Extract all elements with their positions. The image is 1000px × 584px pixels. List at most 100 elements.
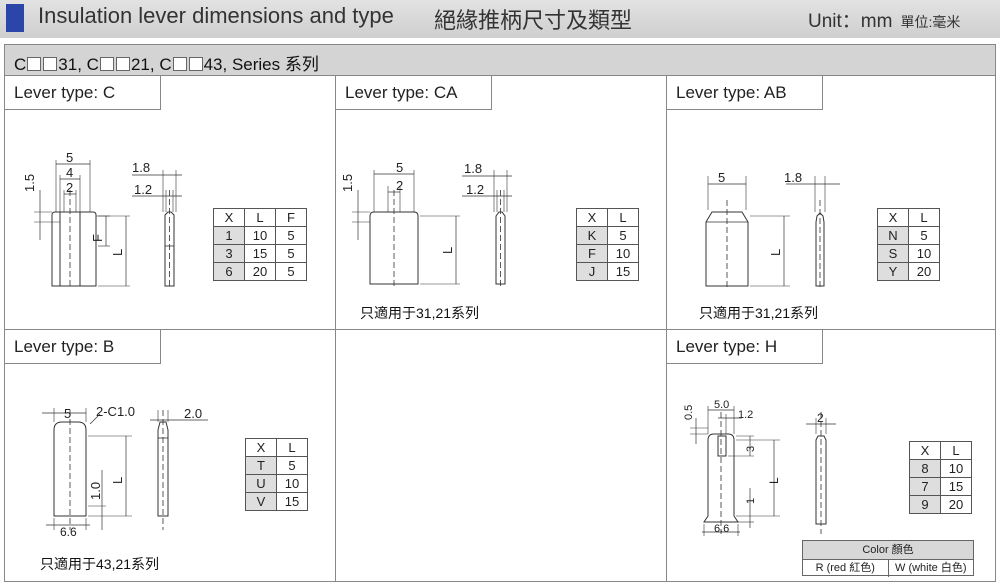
lever-c-drawing: 5 4 2 1.5 F L 1.8 1.2	[22, 150, 182, 288]
page-title-cn: 絕緣推柄尺寸及類型	[434, 8, 633, 33]
placeholder-box	[172, 57, 187, 71]
table-header: X	[576, 208, 608, 227]
dim-1-2: 1.2	[466, 182, 484, 197]
grid-divider	[5, 329, 995, 330]
dim-l: L	[768, 249, 783, 256]
cell: N	[877, 226, 909, 245]
dim-l: L	[110, 477, 125, 484]
dim-6-6: 6.6	[60, 525, 77, 539]
dim-5: 5	[396, 160, 403, 175]
dim-6-6: 6.6	[714, 523, 729, 535]
cell: 8	[909, 459, 941, 478]
table-header: X	[245, 438, 277, 457]
cell: 20	[908, 262, 940, 281]
dim-1-2: 1.2	[134, 182, 152, 197]
cell: T	[245, 456, 277, 475]
dim-2: 2	[396, 178, 403, 193]
cell: 15	[607, 262, 639, 281]
cell: 10	[940, 459, 972, 478]
cell: 7	[909, 477, 941, 496]
table-header: X	[909, 441, 941, 460]
dim-5-0: 5.0	[714, 399, 729, 411]
table-header: F	[275, 208, 307, 227]
dim-5: 5	[64, 406, 71, 421]
cell: 6	[213, 262, 245, 281]
cell: 10	[607, 244, 639, 263]
color-title: Color 顏色	[803, 541, 973, 560]
cell: S	[877, 244, 909, 263]
cell: 9	[909, 495, 941, 514]
cell: 1	[213, 226, 245, 245]
dim-1-8: 1.8	[132, 160, 150, 175]
cell: 3	[213, 244, 245, 263]
lever-ca-note: 只適用于31,21系列	[360, 305, 480, 321]
series-prefix-2: C	[86, 55, 99, 74]
cell: 15	[244, 244, 276, 263]
unit-text-cn: 單位:毫米	[900, 14, 961, 30]
lever-ab-drawing: 5 L 1.8	[705, 170, 840, 288]
series-prefix-3: C	[159, 55, 172, 74]
dim-5: 5	[718, 170, 725, 185]
table-header: L	[244, 208, 276, 227]
color-white: W (white 白色)	[887, 560, 974, 577]
lever-ab-note: 只適用于31,21系列	[699, 305, 819, 321]
dim-1: 1	[745, 498, 757, 504]
dim-2-c1-0: 2-C1.0	[96, 404, 135, 419]
grid-divider	[666, 75, 667, 582]
table-header: L	[940, 441, 972, 460]
dim-2: 2	[66, 180, 73, 195]
lever-b-note: 只適用于43,21系列	[40, 556, 160, 572]
dim-l: L	[440, 247, 455, 254]
placeholder-box	[188, 57, 203, 71]
header-bar: Insulation lever dimensions and type 絕緣推…	[0, 0, 1000, 38]
dim-4: 4	[66, 165, 73, 180]
dim-1-5: 1.5	[340, 174, 355, 192]
series-prefix-1: C	[14, 55, 27, 74]
color-red: R (red 紅色)	[815, 562, 875, 574]
cell: 20	[244, 262, 276, 281]
placeholder-box	[115, 57, 130, 71]
color-legend: Color 顏色 R (red 紅色) W (white 白色)	[802, 540, 974, 577]
cell: 5	[607, 226, 639, 245]
table-header: L	[276, 438, 308, 457]
cell: 15	[940, 477, 972, 496]
dim-1-0: 1.0	[88, 482, 103, 500]
dim-1-8: 1.8	[784, 170, 802, 185]
cell: K	[576, 226, 608, 245]
header-accent	[6, 4, 24, 32]
lever-type-ab-label: Lever type: AB	[667, 76, 823, 110]
dim-2: 2	[817, 411, 824, 425]
grid-divider	[335, 75, 336, 582]
series-bar	[5, 45, 995, 76]
page-title: Insulation lever dimensions and type	[38, 3, 394, 28]
table-header: L	[607, 208, 639, 227]
lever-type-ca-label: Lever type: CA	[336, 76, 492, 110]
unit-text: Unit：mm	[808, 11, 893, 32]
lever-h-drawing: 5.0 1.2 0.5 3 1 L 6.6 2	[683, 399, 836, 536]
placeholder-box	[99, 57, 114, 71]
dim-f: F	[90, 234, 105, 242]
cell: 5	[275, 262, 307, 281]
cell: 10	[276, 474, 308, 493]
unit-label: Unit：mm 單位:毫米	[808, 6, 960, 33]
dim-1-2: 1.2	[738, 409, 753, 421]
lever-type-h-label: Lever type: H	[667, 330, 823, 364]
cell: J	[576, 262, 608, 281]
lever-ca-drawing: 5 2 1.5 L 1.8 1.2	[340, 160, 512, 286]
lever-type-b-label: Lever type: B	[5, 330, 161, 364]
